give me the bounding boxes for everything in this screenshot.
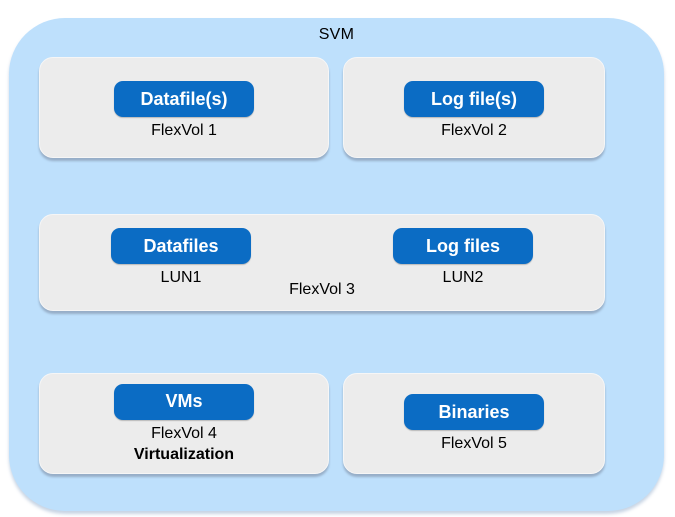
flexvol4-box: VMs FlexVol 4 Virtualization [39,373,329,474]
lun2-label: LUN2 [442,269,484,286]
flexvol3-label: FlexVol 3 [289,281,355,298]
flexvol5-label: FlexVol 5 [441,435,507,452]
lun1-label: LUN1 [160,269,202,286]
logfiles-nas-pill: Log file(s) [404,81,544,117]
lun2-cell: Log files LUN2 [322,228,604,287]
svm-container: SVM Datafile(s) FlexVol 1 Log file(s) Fl… [9,18,664,511]
datafiles-nas-pill: Datafile(s) [114,81,254,117]
flexvol4-label: FlexVol 4 [151,424,217,442]
flexvol1-box: Datafile(s) FlexVol 1 [39,57,329,158]
flexvol1-label: FlexVol 1 [151,122,217,139]
logfiles-lun-pill: Log files [393,228,533,264]
flexvol5-box: Binaries FlexVol 5 [343,373,605,474]
flexvol3-box: Datafiles LUN1 Log files LUN2 FlexVol 3 [39,214,605,311]
vms-pill: VMs [114,383,254,420]
binaries-pill: Binaries [404,394,544,430]
virtualization-label: Virtualization [133,445,235,463]
flexvol2-box: Log file(s) FlexVol 2 [343,57,605,158]
flexvol2-label: FlexVol 2 [441,122,507,139]
datafiles-lun-pill: Datafiles [111,228,251,264]
lun1-cell: Datafiles LUN1 [40,228,322,287]
svm-label: SVM [318,26,355,43]
